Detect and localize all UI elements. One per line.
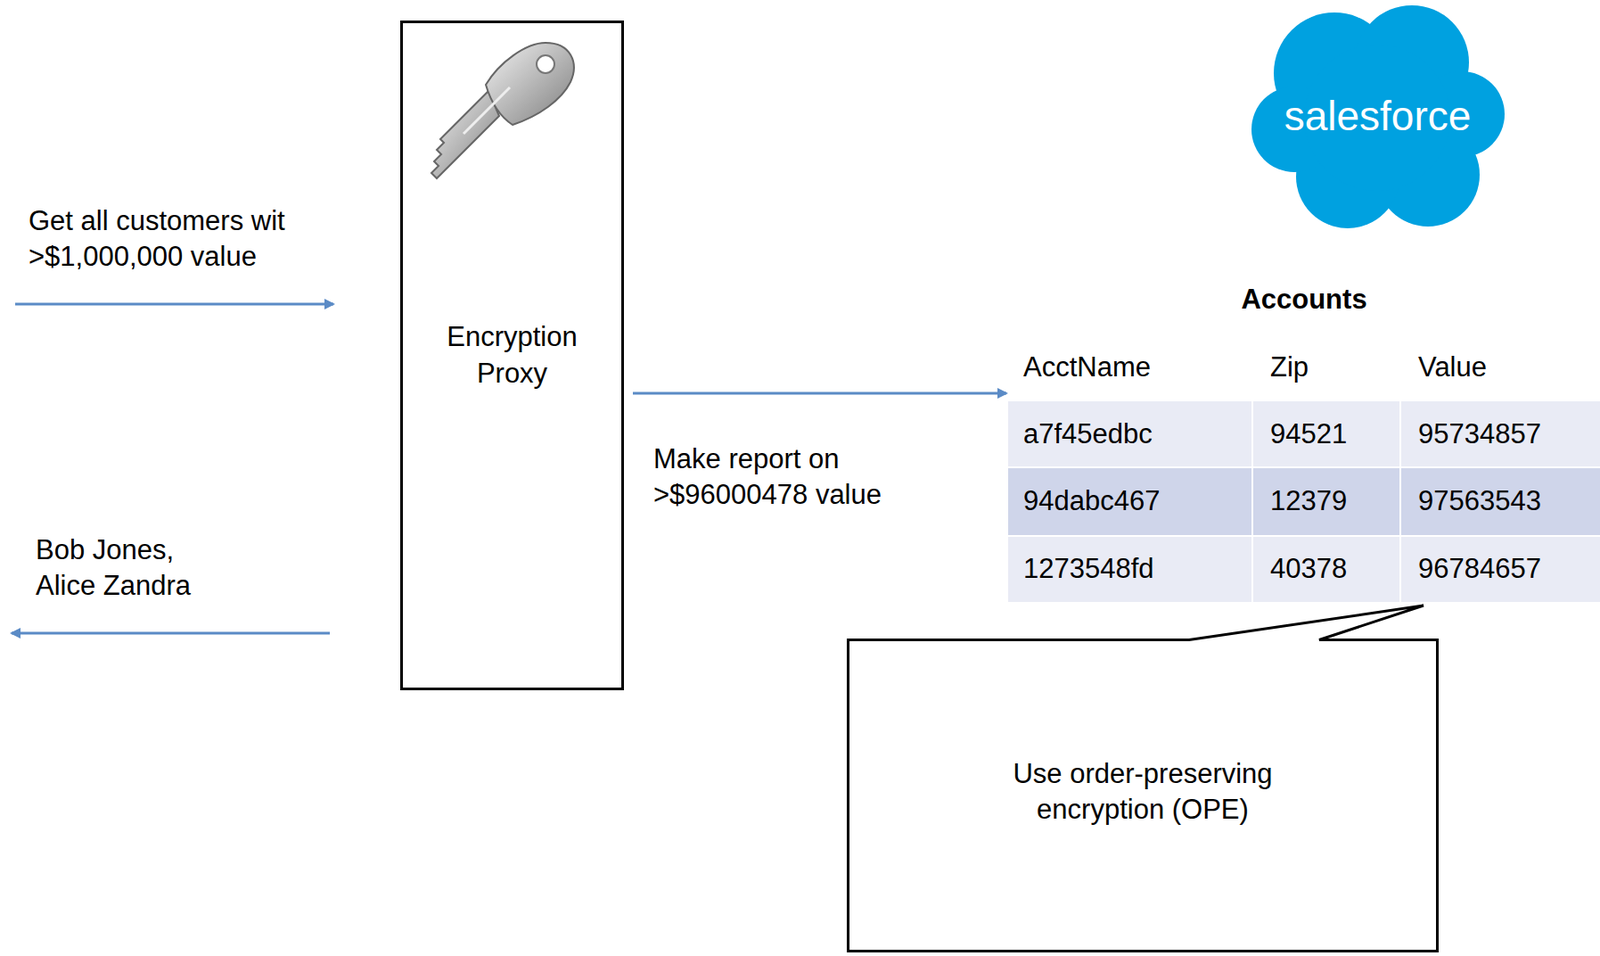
- table-rows: [1008, 401, 1600, 602]
- table-header: Value: [1418, 349, 1487, 386]
- table-cell: 40378: [1270, 550, 1347, 587]
- request-text: Get all customers wit >$1,000,000 value: [28, 203, 390, 276]
- table-cell: a7f45edbc: [1023, 416, 1153, 452]
- node-title: Accounts: [1240, 281, 1367, 318]
- table-cell: 94521: [1270, 416, 1347, 452]
- salesforce-cloud: salesforce: [1249, 0, 1506, 233]
- edge-label: Make report on >$96000478 value: [653, 441, 952, 514]
- result-arrow: [11, 631, 330, 635]
- result-text: Bob Jones, Alice Zandra: [35, 532, 228, 605]
- table-cell: 1273548fd: [1023, 550, 1155, 587]
- key-icon: [431, 42, 575, 179]
- node-title: Encryption Proxy: [423, 319, 602, 392]
- node-title: salesforce: [1284, 90, 1472, 144]
- table-cell: 97563543: [1418, 483, 1542, 519]
- proxy-box: Encryption Proxy: [400, 20, 624, 690]
- request-arrow: [15, 303, 334, 306]
- node-title: Use order-preserving encryption (OPE): [973, 755, 1313, 829]
- table-cell: 12379: [1270, 483, 1347, 519]
- table-cell: 94dabc467: [1023, 483, 1160, 519]
- table-header: AcctName: [1023, 349, 1151, 386]
- table-header: Zip: [1270, 349, 1309, 386]
- connector-arrow: [632, 392, 1007, 395]
- table-cell: 95734857: [1418, 416, 1542, 452]
- table-cell: 96784657: [1418, 550, 1542, 587]
- callout-box: Use order-preserving encryption (OPE): [846, 638, 1439, 952]
